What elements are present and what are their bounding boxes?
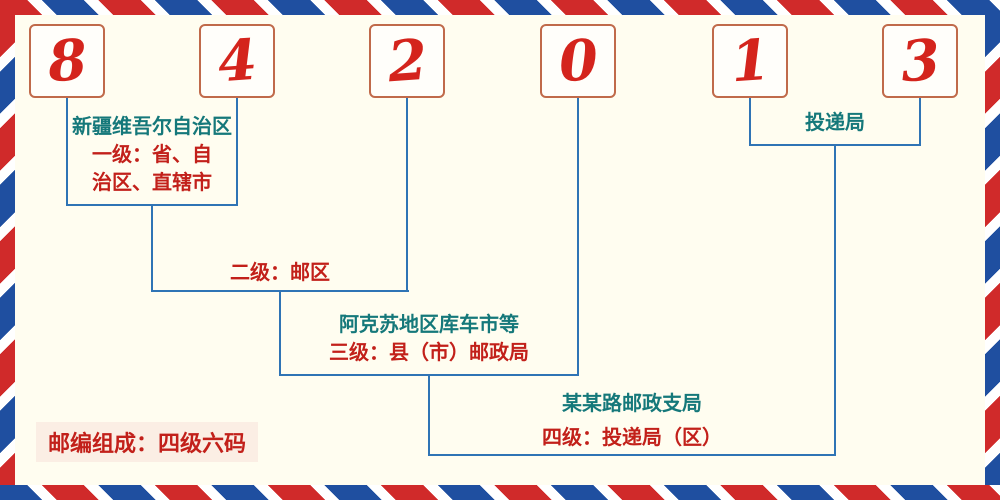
level1-label: 新疆维吾尔自治区 一级：省、自 治区、直辖市 [56,112,248,196]
level4-right-riser-line [834,146,836,456]
level1-desc-line2: 治区、直辖市 [92,170,212,194]
level3-drop-line [279,292,281,376]
digit3-drop-line [406,98,408,292]
digit-5: 1 [728,26,772,96]
level3-label: 阿克苏地区库车市等 三级：县（市）邮政局 [279,310,579,366]
level3-desc-text: 三级：县（市）邮政局 [329,340,529,364]
digit4-drop-line [577,98,579,376]
level2-drop-line [151,206,153,292]
digit-box-2: 4 [199,24,275,98]
level3-bottom-line [279,374,579,376]
footer-note: 邮编组成：四级六码 [36,422,259,462]
airmail-border-right [985,15,1000,485]
digit-box-1: 8 [29,24,105,98]
digit-box-4: 0 [540,24,616,98]
level3-place-text: 阿克苏地区库车市等 [339,312,519,336]
level1-bracket-right-line [236,98,238,206]
airmail-border-left [0,15,15,485]
level1-bracket-left-line [66,98,68,206]
level4-place-text: 某某路邮政支局 [562,391,702,415]
delivery-bracket-bottom-line [749,144,921,146]
level4-desc-text: 四级：投递局（区） [542,425,722,449]
delivery-bracket-right-line [919,98,921,146]
airmail-border-bottom [0,485,1000,500]
digit-box-5: 1 [712,24,788,98]
level2-bottom-line [151,290,409,292]
level1-bracket-bottom-line [66,204,238,206]
level4-bottom-line [428,454,836,456]
level2-desc-text: 二级：邮区 [230,260,330,284]
digit-2: 4 [215,26,259,96]
level1-desc-line1: 一级：省、自 [92,142,212,166]
digit-box-6: 3 [882,24,958,98]
digit-3: 2 [385,26,429,96]
level1-place-text: 新疆维吾尔自治区 [72,114,232,138]
delivery-bracket-left-line [749,98,751,146]
airmail-border-top [0,0,1000,15]
digit-6: 3 [898,26,942,96]
digit-1: 8 [45,26,89,96]
delivery-office-label: 投递局 [749,108,921,136]
digit-box-3: 2 [369,24,445,98]
level4-label: 某某路邮政支局 四级：投递局（区） [428,388,836,452]
level2-label: 二级：邮区 [151,258,409,286]
level4-drop-line [428,376,430,456]
delivery-office-text: 投递局 [805,110,865,134]
digit-4: 0 [556,26,600,96]
